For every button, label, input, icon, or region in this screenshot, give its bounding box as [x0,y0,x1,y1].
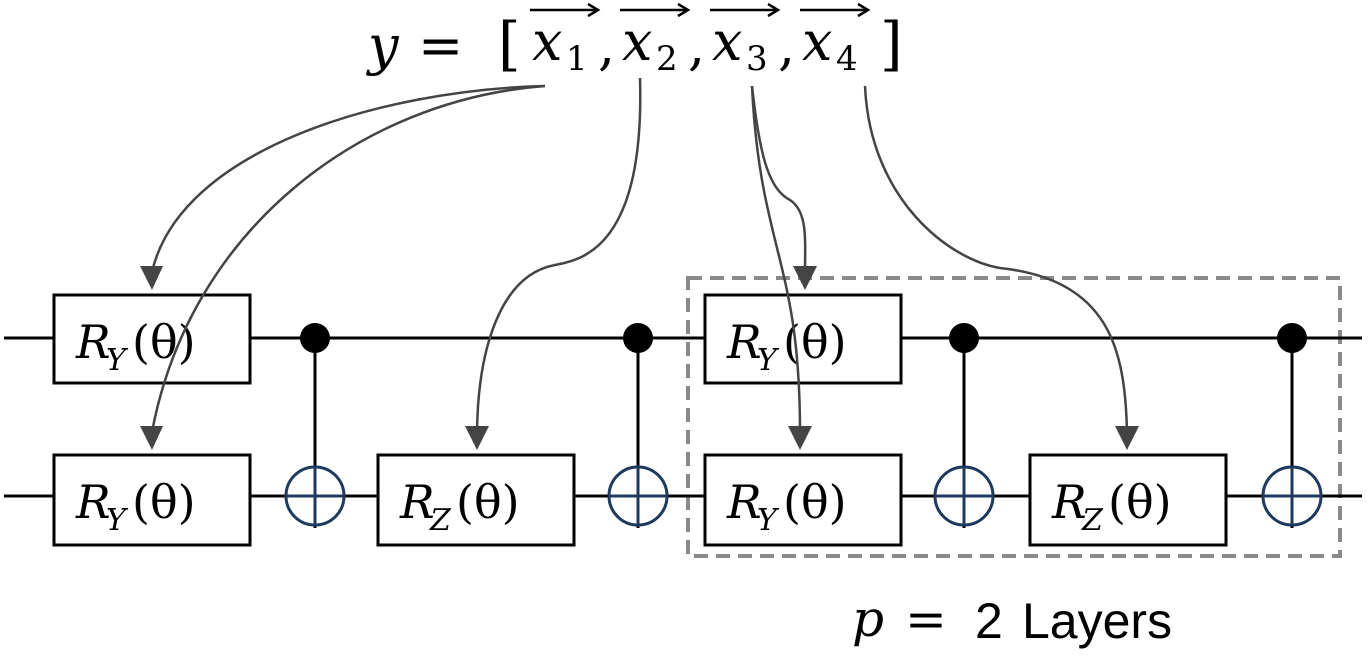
gate-sub: Z [1081,503,1104,538]
arrow-x2-to-rz-q2 [475,77,642,433]
cnot-gate-1 [284,323,346,528]
vector-x4: x 4 [800,2,871,79]
ry-gate-q2-layer2: R Y (θ) [703,453,903,547]
cnot-control-dot [949,323,979,353]
layers-var: p [852,590,884,648]
comma-1: , [598,14,615,77]
arrow-x1-to-ry-q2 [150,84,546,433]
gate-base: R [399,475,435,529]
cnot-control-dot [623,323,653,353]
ry-gate-q1-layer2: R Y (θ) [703,293,903,385]
feature-mapping-arrows [140,77,1139,450]
equation-open-bracket: [ [498,10,521,78]
cnot-gate-3 [933,323,995,528]
comma-3: , [778,14,795,77]
cnot-control-dot [1277,323,1307,353]
comma-2: , [688,14,705,77]
rz-gate-q2-layer1: R Z (θ) [376,453,576,547]
layers-count: 2 [975,593,1003,649]
vector-x2: x 2 [620,2,691,79]
gate-sub: Z [429,503,452,538]
vector-x3-sub: 3 [746,39,768,79]
cnot-control-dot [300,323,330,353]
vector-x3: x 3 [710,2,781,79]
ry-gate-q1-layer1: R Y (θ) [52,293,252,385]
repeated-layer-box [686,276,1342,558]
vector-x1: x 1 [530,2,601,79]
gate-arg: (θ) [456,475,520,529]
vector-x2-base: x [622,10,652,73]
gate-base: R [75,475,111,529]
gate-arg: (θ) [1108,475,1172,529]
vector-x1-sub: 1 [566,39,588,79]
rz-gate-q2-layer2: R Z (θ) [1028,453,1228,547]
vector-x4-base: x [802,10,832,73]
vector-x4-sub: 4 [836,39,858,79]
vector-x2-sub: 2 [656,39,678,79]
layers-label: p = 2 Layers [852,590,1172,649]
cnot-gate-4 [1261,323,1323,528]
gate-sub: Y [106,503,129,538]
arrow-x3-to-ry-q1-layer2 [750,85,807,273]
gate-sub: Y [106,343,129,378]
gate-arg: (θ) [132,315,196,369]
vector-x3-base: x [712,10,742,73]
input-vector-equation: y = [ x 1 , x 2 , x 3 , x 4 [366,2,903,79]
arrow-x1-to-ry-q1 [150,84,546,273]
arrow-x4-to-rz-q2-layer2 [863,85,1129,433]
gate-base: R [726,475,762,529]
gate-base: R [726,315,762,369]
equation-equals: = [418,14,463,77]
gate-arg: (θ) [132,475,196,529]
gate-sub: Y [757,343,780,378]
arrow-x3-to-ry-q2-layer2 [750,85,802,433]
equation-close-bracket: ] [880,10,903,78]
ry-gate-q2-layer1: R Y (θ) [52,453,252,547]
layers-unit: Layers [1022,593,1172,649]
vector-x1-base: x [532,10,562,73]
gate-sub: Y [757,503,780,538]
layers-equals: = [905,590,947,648]
cnot-gate-2 [607,323,669,528]
gate-base: R [75,315,111,369]
gate-base: R [1051,475,1087,529]
gate-arg: (θ) [783,475,847,529]
equation-lhs: y [366,14,400,77]
